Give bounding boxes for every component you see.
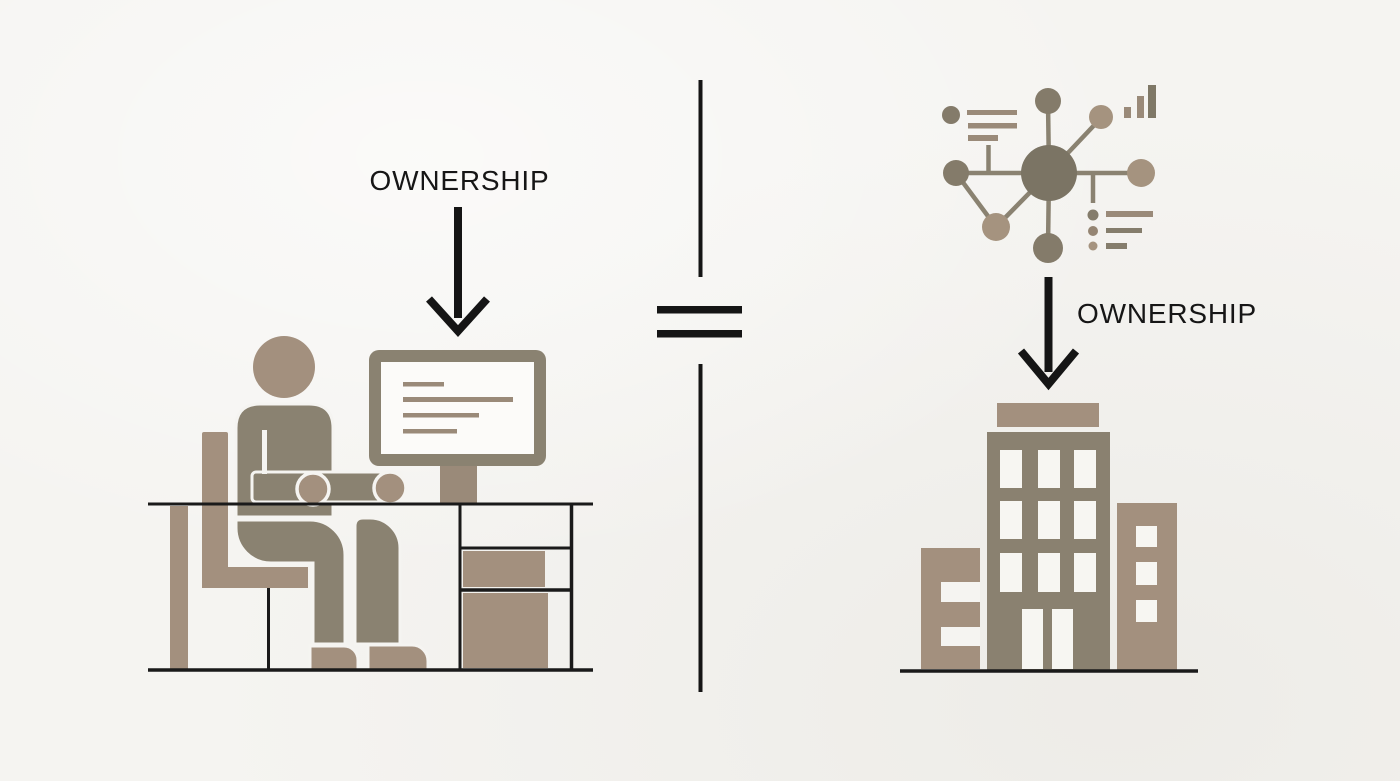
text-lines-icon bbox=[967, 110, 1017, 141]
bar-chart-icon bbox=[1124, 85, 1156, 118]
person-at-desk-icon bbox=[148, 336, 593, 672]
ownership-label-right: OWNERSHIP bbox=[1077, 298, 1257, 329]
node-icon bbox=[1127, 159, 1155, 187]
equals-icon bbox=[657, 80, 742, 692]
down-arrow-icon bbox=[426, 207, 490, 337]
dot-icon bbox=[942, 106, 960, 124]
desk-with-drawers-icon bbox=[148, 502, 593, 672]
network-diagram-icon bbox=[942, 85, 1156, 263]
screen-text-lines-icon bbox=[403, 382, 513, 434]
node-icon bbox=[1035, 88, 1061, 114]
node-icon bbox=[1033, 233, 1063, 263]
windows-icon bbox=[1000, 450, 1096, 592]
rooftop-icon bbox=[997, 403, 1099, 427]
node-icon bbox=[943, 160, 969, 186]
ownership-label-left: OWNERSHIP bbox=[369, 165, 550, 196]
windows-icon bbox=[1136, 526, 1157, 622]
main-building-icon bbox=[987, 403, 1110, 670]
computer-monitor-icon bbox=[369, 350, 546, 503]
hub-node-icon bbox=[1021, 145, 1077, 201]
doors-icon bbox=[1022, 609, 1073, 669]
office-chair-icon bbox=[170, 432, 308, 669]
down-arrow-icon bbox=[1017, 277, 1080, 391]
left-building-icon bbox=[921, 548, 980, 669]
right-building-icon bbox=[1117, 503, 1177, 670]
bullet-list-icon bbox=[1087, 209, 1153, 251]
office-buildings-icon bbox=[900, 403, 1198, 673]
node-icon bbox=[1089, 105, 1113, 129]
node-icon bbox=[982, 213, 1010, 241]
person-icon bbox=[234, 336, 430, 672]
